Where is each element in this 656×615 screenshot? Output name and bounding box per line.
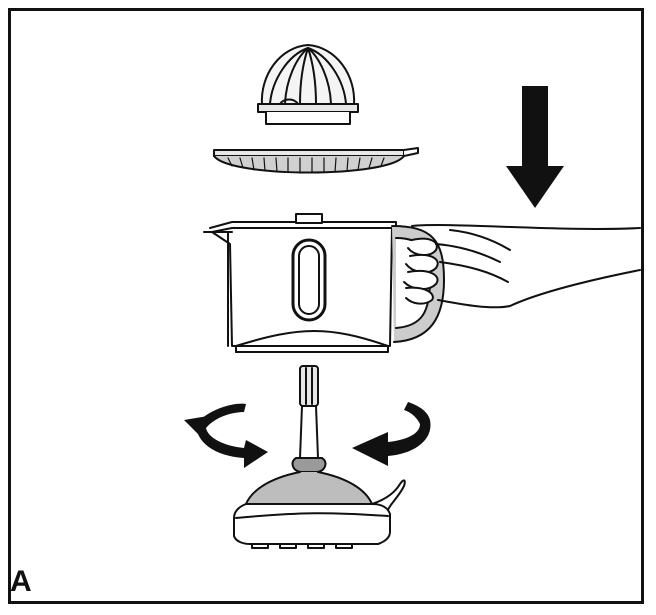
hand-icon (403, 224, 641, 309)
panel-label: A (10, 565, 32, 598)
strainer-disc-icon (213, 147, 419, 174)
rotation-arrow-right-icon (352, 402, 431, 466)
rotation-arrow-left-icon (184, 403, 268, 468)
motor-base-icon (233, 457, 406, 549)
reamer-cone-icon (257, 44, 359, 125)
down-arrow-icon (506, 86, 564, 208)
drive-shaft-icon (299, 365, 319, 459)
